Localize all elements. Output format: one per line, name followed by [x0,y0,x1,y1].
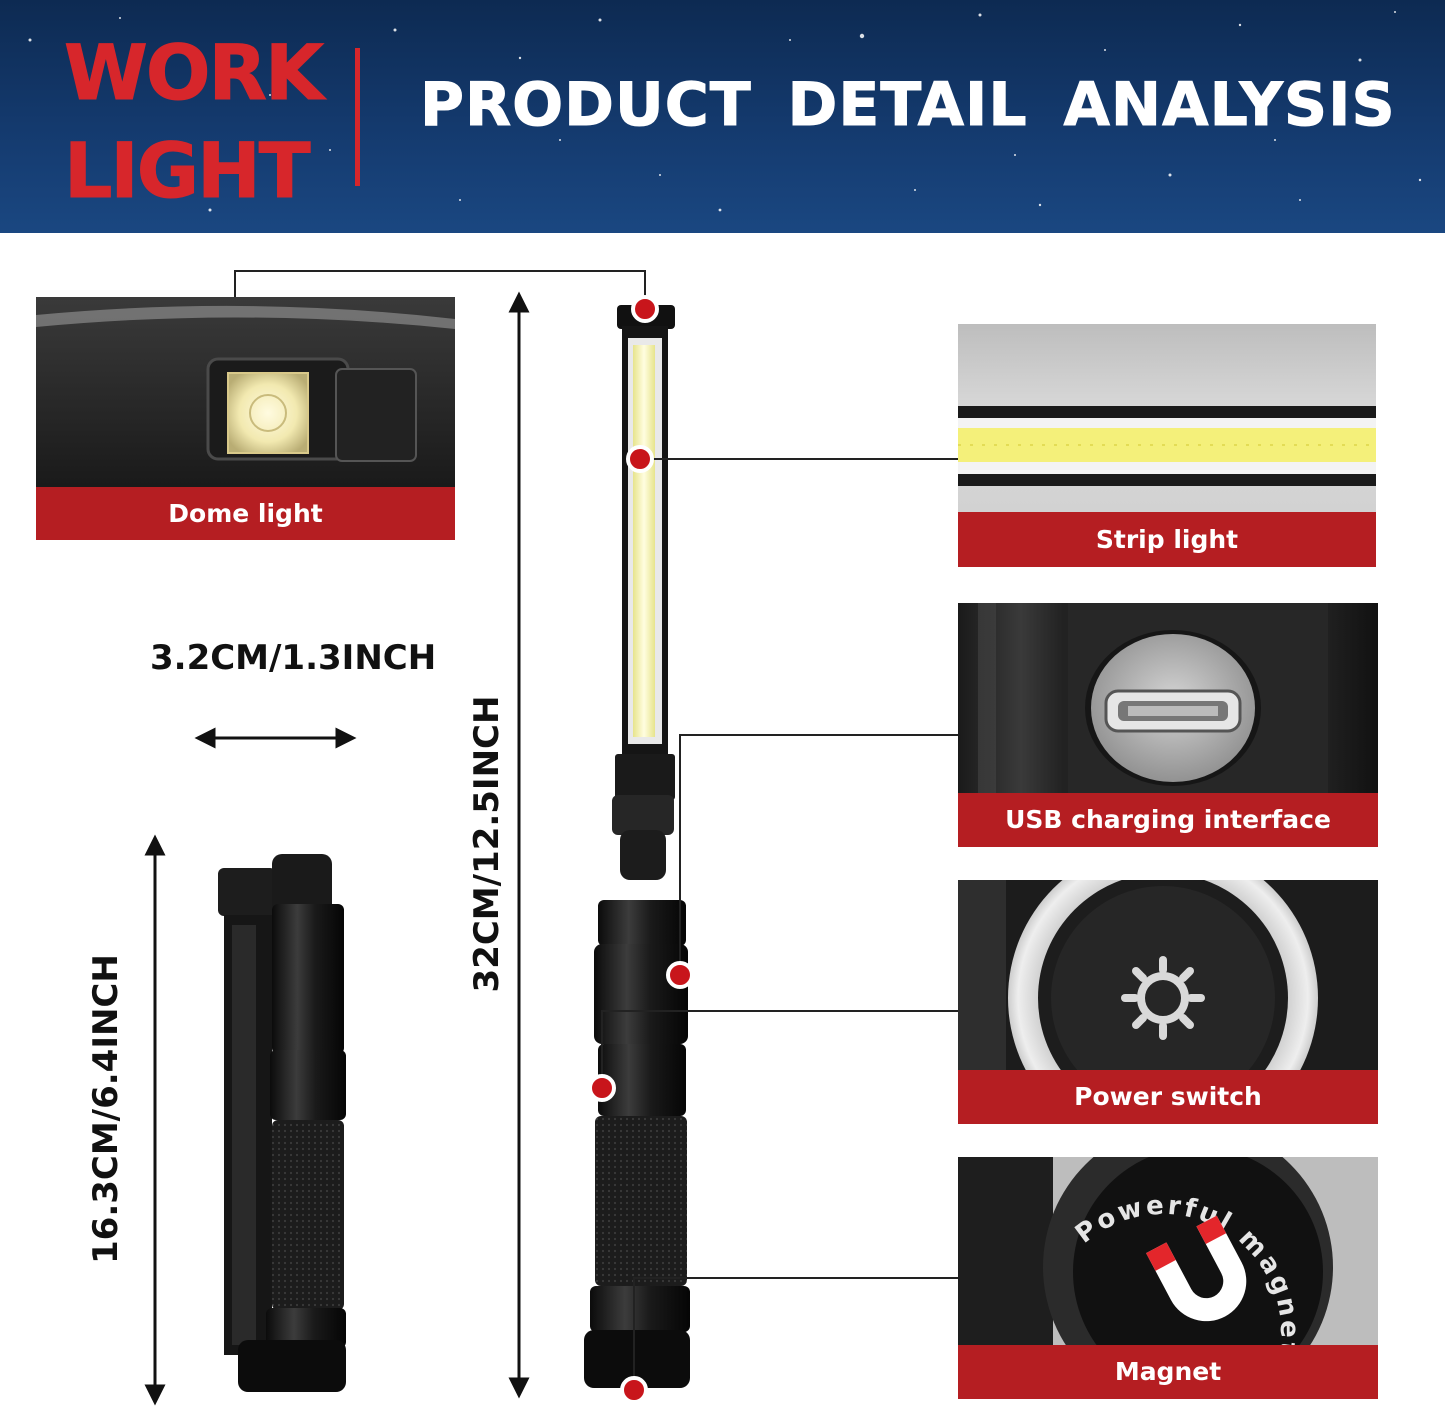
usb-callout-line [679,734,958,975]
power-switch-label: Power switch [958,1070,1378,1124]
brand-line-2: LIGHT [64,126,312,216]
page-title: PRODUCT DETAIL ANALYSIS [420,70,1396,141]
power-switch-marker [588,1074,616,1102]
extended-length-label: 32CM/12.5INCH [467,695,507,993]
magnet-marker [620,1376,648,1404]
usb-interface-card: USB charging interface [958,603,1378,847]
strip-light-marker [626,445,654,473]
header-banner: WORK LIGHT PRODUCT DETAIL ANALYSIS [0,0,1445,233]
width-dimension-label: 3.2CM/1.3INCH [150,638,437,678]
folded-work-light [218,854,346,1392]
power-switch-card: Power switch [958,880,1378,1124]
brand-line-1: WORK [64,28,325,118]
dome-light-card: Dome light [36,297,455,540]
dome-light-marker [631,295,659,323]
magnet-card: Powerful magnet Magnet [958,1157,1378,1399]
brand-divider [355,48,360,186]
magnet-label: Magnet [958,1345,1378,1399]
strip-light-card: Strip light [958,324,1376,567]
usb-marker [666,961,694,989]
power-switch-callout-line [601,1010,958,1088]
dome-light-label: Dome light [36,487,455,540]
magnet-callout-line [633,1277,958,1390]
usb-interface-label: USB charging interface [958,793,1378,847]
magnet-icon [1146,1215,1247,1322]
starfield-background [28,11,1422,212]
strip-light-label: Strip light [958,512,1376,567]
extended-work-light [584,305,690,1388]
brand-title: WORK LIGHT [64,24,334,220]
dome-light-callout-line [234,270,646,300]
sun-icon [1121,956,1205,1040]
folded-length-label: 16.3CM/6.4INCH [86,954,126,1264]
